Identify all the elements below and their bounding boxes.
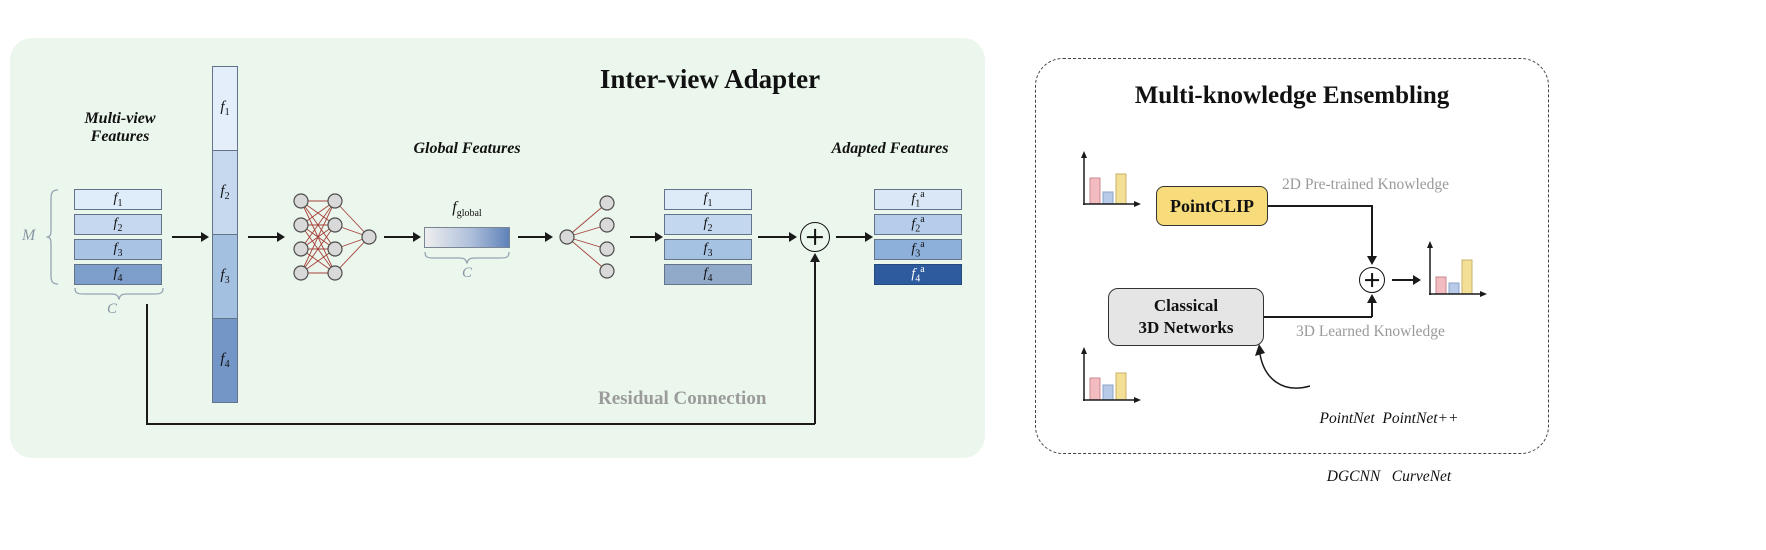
- dim-c-label: C: [106, 301, 117, 317]
- dim-m-label: M: [22, 227, 36, 244]
- arrow-icon: [758, 232, 797, 242]
- knowledge-2d-label: 2D Pre-trained Knowledge: [1282, 176, 1450, 193]
- arrow-icon: [518, 232, 553, 242]
- feature-box: f1a: [874, 189, 962, 210]
- residual-connection-label: Residual Connection: [598, 388, 767, 409]
- plus-circle-icon: [800, 222, 830, 252]
- feature-stack-middle: f1 f2 f3 f4: [664, 189, 752, 285]
- arrow-icon: [384, 232, 421, 242]
- column-segment: f4: [212, 318, 238, 403]
- knowledge-3d-label: 3D Learned Knowledge: [1296, 323, 1445, 340]
- bar-chart-icon: [1081, 151, 1141, 207]
- under-brace-icon: [74, 287, 164, 300]
- feature-box: f3: [74, 239, 162, 260]
- connector-line: [1264, 316, 1372, 318]
- connector-line: [1371, 301, 1373, 317]
- feature-box: f2a: [874, 214, 962, 235]
- connector-line: [1371, 205, 1373, 258]
- arrow-up-head-icon: [1367, 294, 1377, 303]
- arrow-up-head-icon: [810, 253, 820, 262]
- arrow-icon: [836, 232, 873, 242]
- arrow-icon: [1392, 275, 1421, 285]
- under-brace-icon: [424, 251, 510, 264]
- feature-box: f1: [664, 189, 752, 210]
- dim-c-label: C: [461, 265, 472, 281]
- left-brace-icon: [46, 189, 59, 285]
- feature-box: f4: [74, 264, 162, 285]
- concat-feature-column: f1 f2 f3 f4: [212, 66, 238, 403]
- classical-3d-networks-box: Classical 3D Networks: [1108, 288, 1264, 346]
- feature-box: f3a: [874, 239, 962, 260]
- mlp-decoder-icon: [559, 195, 615, 279]
- arrow-icon: [630, 232, 663, 242]
- pointclip-box: PointCLIP: [1156, 186, 1268, 226]
- bar-chart-icon: [1081, 347, 1141, 403]
- feature-box: f1: [74, 189, 162, 210]
- connector-line: [1268, 205, 1372, 207]
- residual-connection-line: [146, 304, 148, 424]
- global-features-label: Global Features: [413, 140, 521, 157]
- feature-box: f2: [664, 214, 752, 235]
- arrow-down-head-icon: [1367, 256, 1377, 265]
- feature-box: f3: [664, 239, 752, 260]
- networks-list-label: PointNet PointNet++ DGCNN CurveNet: [1319, 410, 1459, 485]
- column-segment: f3: [212, 234, 238, 319]
- ensemble-plus-circle-icon: [1359, 267, 1385, 293]
- inter-view-adapter-title: Inter-view Adapter: [599, 64, 821, 94]
- feature-stack-adapted: f1a f2a f3a f4a: [874, 189, 962, 285]
- arrow-icon: [248, 232, 285, 242]
- feature-box: f2: [74, 214, 162, 235]
- global-feature-bar: [424, 227, 510, 248]
- residual-connection-line: [146, 423, 815, 425]
- multiview-features-label: Multi-view Features: [84, 110, 156, 145]
- arrow-icon: [172, 232, 209, 242]
- mlp-encoder-icon: [293, 193, 377, 281]
- adapted-features-label: Adapted Features: [831, 140, 949, 157]
- f-global-label: fglobal: [452, 199, 482, 220]
- column-segment: f1: [212, 66, 238, 151]
- curved-arrow-icon: [1255, 344, 1311, 389]
- column-segment: f2: [212, 150, 238, 235]
- feature-box: f4a: [874, 264, 962, 285]
- residual-connection-line: [814, 260, 816, 424]
- bar-chart-result-icon: [1427, 241, 1487, 297]
- feature-stack-input: f1 f2 f3 f4: [74, 189, 162, 285]
- feature-box: f4: [664, 264, 752, 285]
- multi-knowledge-title: Multi-knowledge Ensembling: [1134, 82, 1450, 109]
